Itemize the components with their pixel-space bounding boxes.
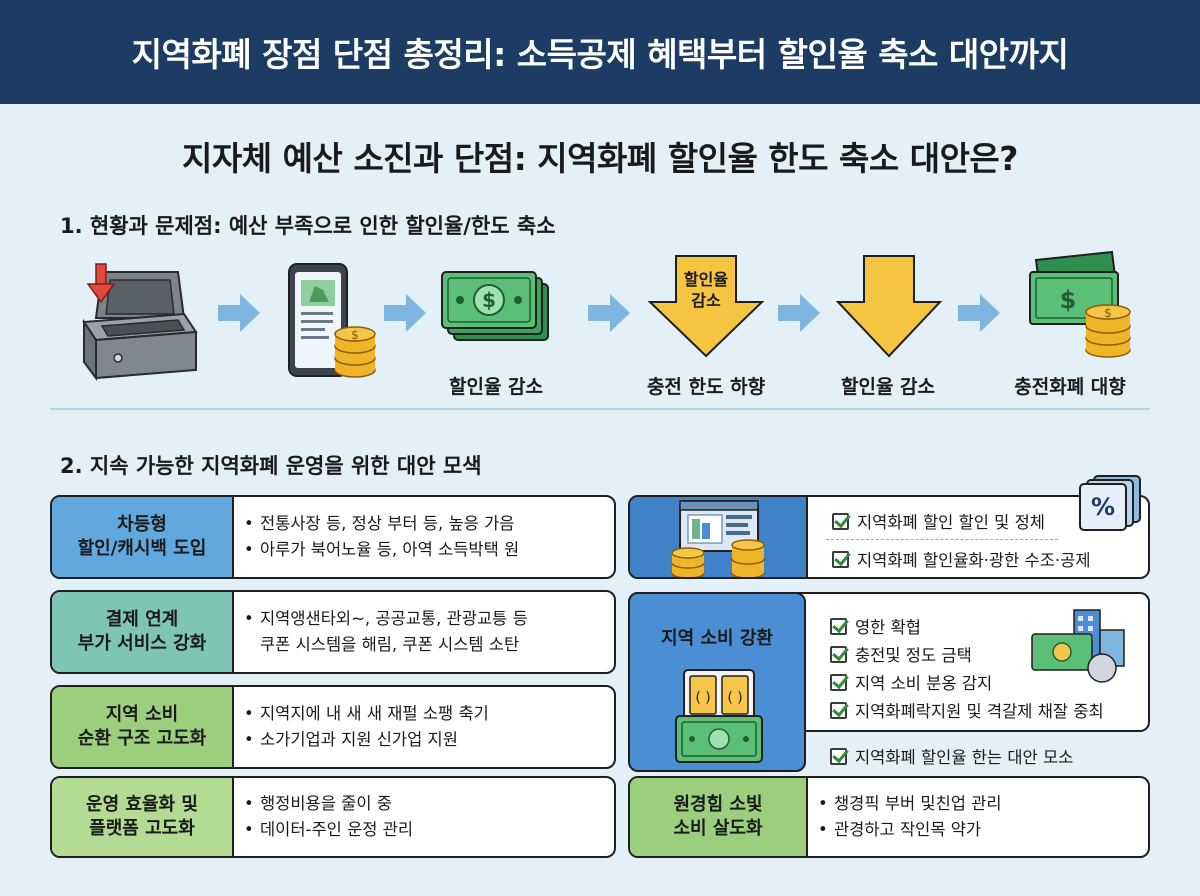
arrow-text-line2: 감소 xyxy=(691,290,721,310)
checkbox-icon xyxy=(830,747,847,765)
percent-badge-icon: % xyxy=(1076,472,1146,532)
wallet-calendar-icon: ( ) ( ) xyxy=(675,669,763,763)
bullet-item: 관경하고 작인목 약가 xyxy=(834,820,982,839)
cash-coins-icon: $ $ xyxy=(1026,250,1136,364)
check-item: 지역화폐 할인 할인 및 정체 xyxy=(832,509,1045,533)
svg-text:$: $ xyxy=(1104,306,1112,320)
percent-symbol: % xyxy=(1090,493,1116,521)
flow-arrow-icon xyxy=(778,294,820,332)
checkbox-icon xyxy=(830,673,847,691)
bullet-item: 지역앵샌타외~, 공공교통, 관광교틍 등 xyxy=(260,608,528,628)
check-item: 지역화폐 할인율 한는 대안 모소 xyxy=(830,744,1073,768)
checkbox-icon xyxy=(832,512,849,530)
bullet-item: 지역지에 내 새 새 재펄 소팽 축기 xyxy=(260,703,489,723)
arrow-text-line1: 할인율 xyxy=(683,270,729,289)
svg-text:$: $ xyxy=(482,288,496,312)
flow-arrow-icon xyxy=(588,294,630,332)
checkbox-icon xyxy=(832,550,849,568)
bullet-item: 행정비용을 줄이 중 xyxy=(260,793,392,813)
section2-heading: 2. 지속 가능한 지역화폐 운영을 위한 대안 모색 xyxy=(60,454,482,478)
title-banner: 지역화폐 장점 단점 총정리: 소득공제 혜택부터 할인율 축소 대안까지 xyxy=(0,0,1200,104)
section1-heading: 1. 현황과 문제점: 예산 부족으로 인한 할인율/한도 축소 xyxy=(60,214,556,238)
flow-label-6: 충전화폐 대향 xyxy=(1014,376,1126,398)
checkbox-icon xyxy=(830,701,847,719)
checkbox-icon xyxy=(830,617,847,635)
svg-text:( ): ( ) xyxy=(695,690,710,706)
flow-label-4: 충전 한도 하향 xyxy=(646,376,766,398)
flow-arrow-icon xyxy=(384,294,426,332)
section-divider xyxy=(50,408,1150,410)
bullet-item: 데이터-주인 운정 관리 xyxy=(260,820,414,839)
flow-arrow-icon xyxy=(218,294,260,332)
bullet-item: 소가기업과 지원 신가업 지원 xyxy=(260,730,458,749)
bullet-item: 챙경픽 부버 및친업 관리 xyxy=(834,793,1002,813)
banknote-icon: $ xyxy=(440,270,552,350)
right-card-top: 지역화폐 할인 할인 및 정체 지역화폐 할인율화·광한 수조·공제 xyxy=(628,495,1150,579)
svg-text:$: $ xyxy=(351,328,359,342)
dashed-divider xyxy=(826,539,1058,540)
svg-text:$: $ xyxy=(1060,286,1077,314)
bullet-item: 전통사장 등, 정상 부터 등, 높응 가음 xyxy=(260,513,515,533)
bullet-item: 쿠폰 시스템을 해림, 쿠폰 시스템 소탄 xyxy=(260,635,520,654)
subtitle: 지자체 예산 소진과 단점: 지역화폐 할인율 한도 축소 대안은? xyxy=(182,139,1018,178)
check-item: 지역화폐락지원 및 격갈제 채잘 중최 xyxy=(830,698,1104,722)
down-arrow-icon: 할인율 감소 xyxy=(646,254,766,358)
flow-label-5: 할인율 감소 xyxy=(840,376,935,398)
check-item: 영한 확협 xyxy=(830,614,921,638)
page-title: 지역화폐 장점 단점 총정리: 소득공제 혜택부터 할인율 축소 대안까지 xyxy=(131,35,1069,74)
down-arrow-icon xyxy=(834,254,944,362)
check-item: 지역 소비 분옹 감지 xyxy=(830,670,992,694)
mobile-coins-icon: $ xyxy=(283,262,383,386)
flow-label-3: 할인율 감소 xyxy=(448,376,543,398)
check-item: 지역화폐 할인율화·광한 수조·공제 xyxy=(832,547,1091,571)
bullet-item: 아루가 북어노율 등, 아역 소득박택 원 xyxy=(260,540,520,559)
right-mid-label: 지역 소비 강환 xyxy=(661,628,773,649)
svg-text:( ): ( ) xyxy=(727,690,742,706)
flow-arrow-icon xyxy=(958,294,1000,332)
check-item: 충전및 정도 금택 xyxy=(830,642,972,666)
empty-safe-icon xyxy=(80,262,200,386)
checkbox-icon xyxy=(830,645,847,663)
city-money-icon xyxy=(1031,609,1125,683)
right-card-mid: 지역 소비 강환 ( ) ( ) 영한 확협 충전및 정도 금택 지역 소비 분… xyxy=(628,592,1150,772)
payment-screen-icon xyxy=(630,497,808,577)
